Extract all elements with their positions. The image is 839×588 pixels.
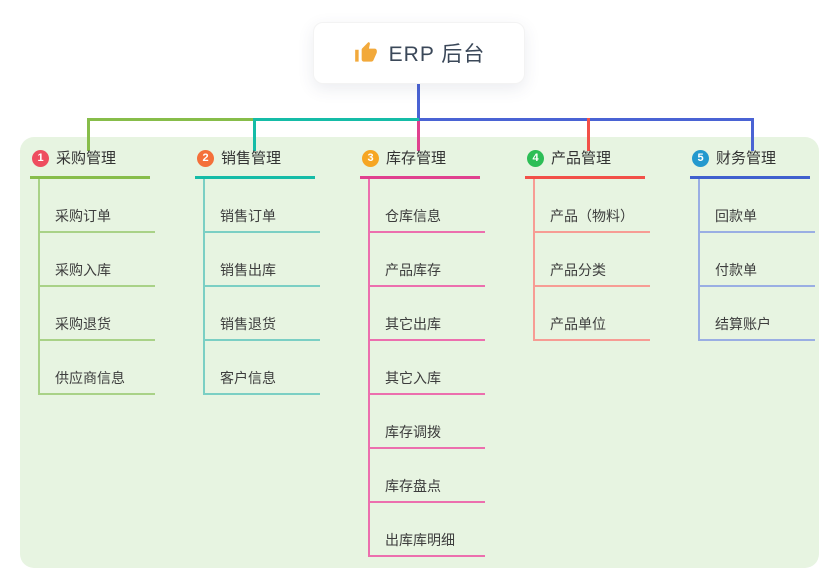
connector-bus-segment-2 <box>253 118 419 121</box>
child-node: 供应商信息 <box>38 341 155 395</box>
branch-label: 采购管理 <box>56 150 117 167</box>
child-node: 结算账户 <box>698 287 815 341</box>
connector-bus-segment-3 <box>419 118 754 121</box>
connector-root-vertical <box>417 82 420 121</box>
connector-drop-5 <box>751 118 754 151</box>
child-node: 采购订单 <box>38 179 155 233</box>
connector-drop-3 <box>417 121 420 151</box>
child-node: 客户信息 <box>203 341 320 395</box>
child-node: 产品库存 <box>368 233 485 287</box>
branch-3: 3 库存管理 仓库信息产品库存其它出库其它入库库存调拨库存盘点出库库明细 <box>360 148 485 557</box>
thumbs-up-icon <box>354 42 377 62</box>
branch-header: 1 采购管理 <box>30 148 150 179</box>
branch-number-badge: 1 <box>32 150 49 167</box>
branch-2: 2 销售管理 销售订单销售出库销售退货客户信息 <box>195 148 320 395</box>
child-node: 销售出库 <box>203 233 320 287</box>
connector-drop-1 <box>87 118 90 151</box>
thumbs-up-glyph <box>354 42 377 62</box>
root-node: ERP 后台 <box>313 22 525 84</box>
branch-1: 1 采购管理 采购订单采购入库采购退货供应商信息 <box>30 148 155 395</box>
branch-children: 销售订单销售出库销售退货客户信息 <box>203 179 320 395</box>
child-node: 其它出库 <box>368 287 485 341</box>
branch-header: 4 产品管理 <box>525 148 645 179</box>
connector-drop-2 <box>253 118 256 151</box>
branch-header: 3 库存管理 <box>360 148 480 179</box>
branch-children: 回款单付款单结算账户 <box>698 179 815 341</box>
connector-drop-4 <box>587 118 590 151</box>
child-node: 付款单 <box>698 233 815 287</box>
child-node: 其它入库 <box>368 341 485 395</box>
branch-number-badge: 2 <box>197 150 214 167</box>
child-node: 销售订单 <box>203 179 320 233</box>
mindmap-panel <box>20 137 819 568</box>
child-node: 产品单位 <box>533 287 650 341</box>
child-node: 出库库明细 <box>368 503 485 557</box>
child-node: 库存盘点 <box>368 449 485 503</box>
child-node: 库存调拨 <box>368 395 485 449</box>
branch-children: 产品（物料）产品分类产品单位 <box>533 179 650 341</box>
child-node: 产品分类 <box>533 233 650 287</box>
branch-number-badge: 4 <box>527 150 544 167</box>
branch-number-badge: 5 <box>692 150 709 167</box>
root-title: ERP 后台 <box>388 43 486 66</box>
child-node: 仓库信息 <box>368 179 485 233</box>
branch-label: 产品管理 <box>551 150 612 167</box>
branch-label: 财务管理 <box>716 150 777 167</box>
branch-header: 2 销售管理 <box>195 148 315 179</box>
branch-5: 5 财务管理 回款单付款单结算账户 <box>690 148 815 341</box>
child-node: 销售退货 <box>203 287 320 341</box>
branch-header: 5 财务管理 <box>690 148 810 179</box>
child-node: 回款单 <box>698 179 815 233</box>
branch-children: 采购订单采购入库采购退货供应商信息 <box>38 179 155 395</box>
branch-children: 仓库信息产品库存其它出库其它入库库存调拨库存盘点出库库明细 <box>368 179 485 557</box>
branch-label: 库存管理 <box>386 150 447 167</box>
branch-label: 销售管理 <box>221 150 282 167</box>
child-node: 采购退货 <box>38 287 155 341</box>
child-node: 产品（物料） <box>533 179 650 233</box>
child-node: 采购入库 <box>38 233 155 287</box>
branch-4: 4 产品管理 产品（物料）产品分类产品单位 <box>525 148 650 341</box>
branch-number-badge: 3 <box>362 150 379 167</box>
connector-bus-segment-1 <box>87 118 254 121</box>
